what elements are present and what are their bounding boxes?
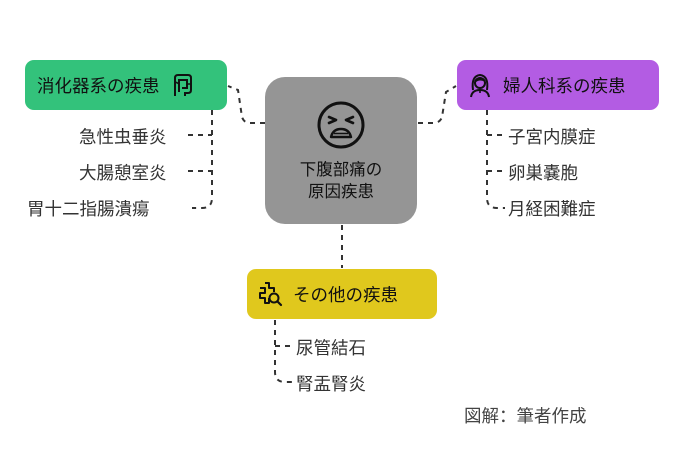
category-other-label: その他の疾患 [293, 285, 398, 306]
center-title-line-1: 下腹部痛の [299, 159, 383, 179]
woman-icon [470, 73, 490, 98]
gynecologic-item-2: 卵巣嚢胞 [508, 164, 578, 184]
digestive-item-1: 急性虫垂炎 [79, 128, 167, 148]
branch-digestive [192, 110, 213, 209]
other-item-1: 尿管結石 [296, 339, 366, 359]
gynecologic-item-1: 子宮内膜症 [508, 128, 596, 148]
category-digestive: 消化器系の疾患 [25, 60, 227, 110]
branch-gynecologic [486, 110, 505, 209]
category-gynecologic: 婦人科系の疾患 [457, 60, 659, 110]
distressed-face-icon [317, 101, 365, 148]
gynecologic-item-3: 月経困難症 [508, 200, 596, 220]
connector-center-digestive [227, 85, 265, 124]
figure-credit: 図解：筆者作成 [464, 407, 587, 427]
digestive-item-3: 胃十二指腸潰瘍 [27, 200, 150, 220]
category-gynecologic-label: 婦人科系の疾患 [503, 76, 626, 97]
other-item-2: 腎盂腎炎 [296, 375, 366, 395]
category-other: その他の疾患 [247, 269, 437, 319]
branch-other [274, 320, 292, 383]
center-topic-box: 下腹部痛の 原因疾患 [265, 77, 417, 224]
connector-center-gynecologic [418, 85, 457, 124]
medical-search-icon [259, 282, 283, 307]
digestive-item-2: 大腸憩室炎 [79, 164, 167, 184]
center-title-line-2: 原因疾患 [308, 181, 374, 201]
intestine-icon [173, 74, 192, 96]
category-digestive-label: 消化器系の疾患 [37, 76, 160, 97]
